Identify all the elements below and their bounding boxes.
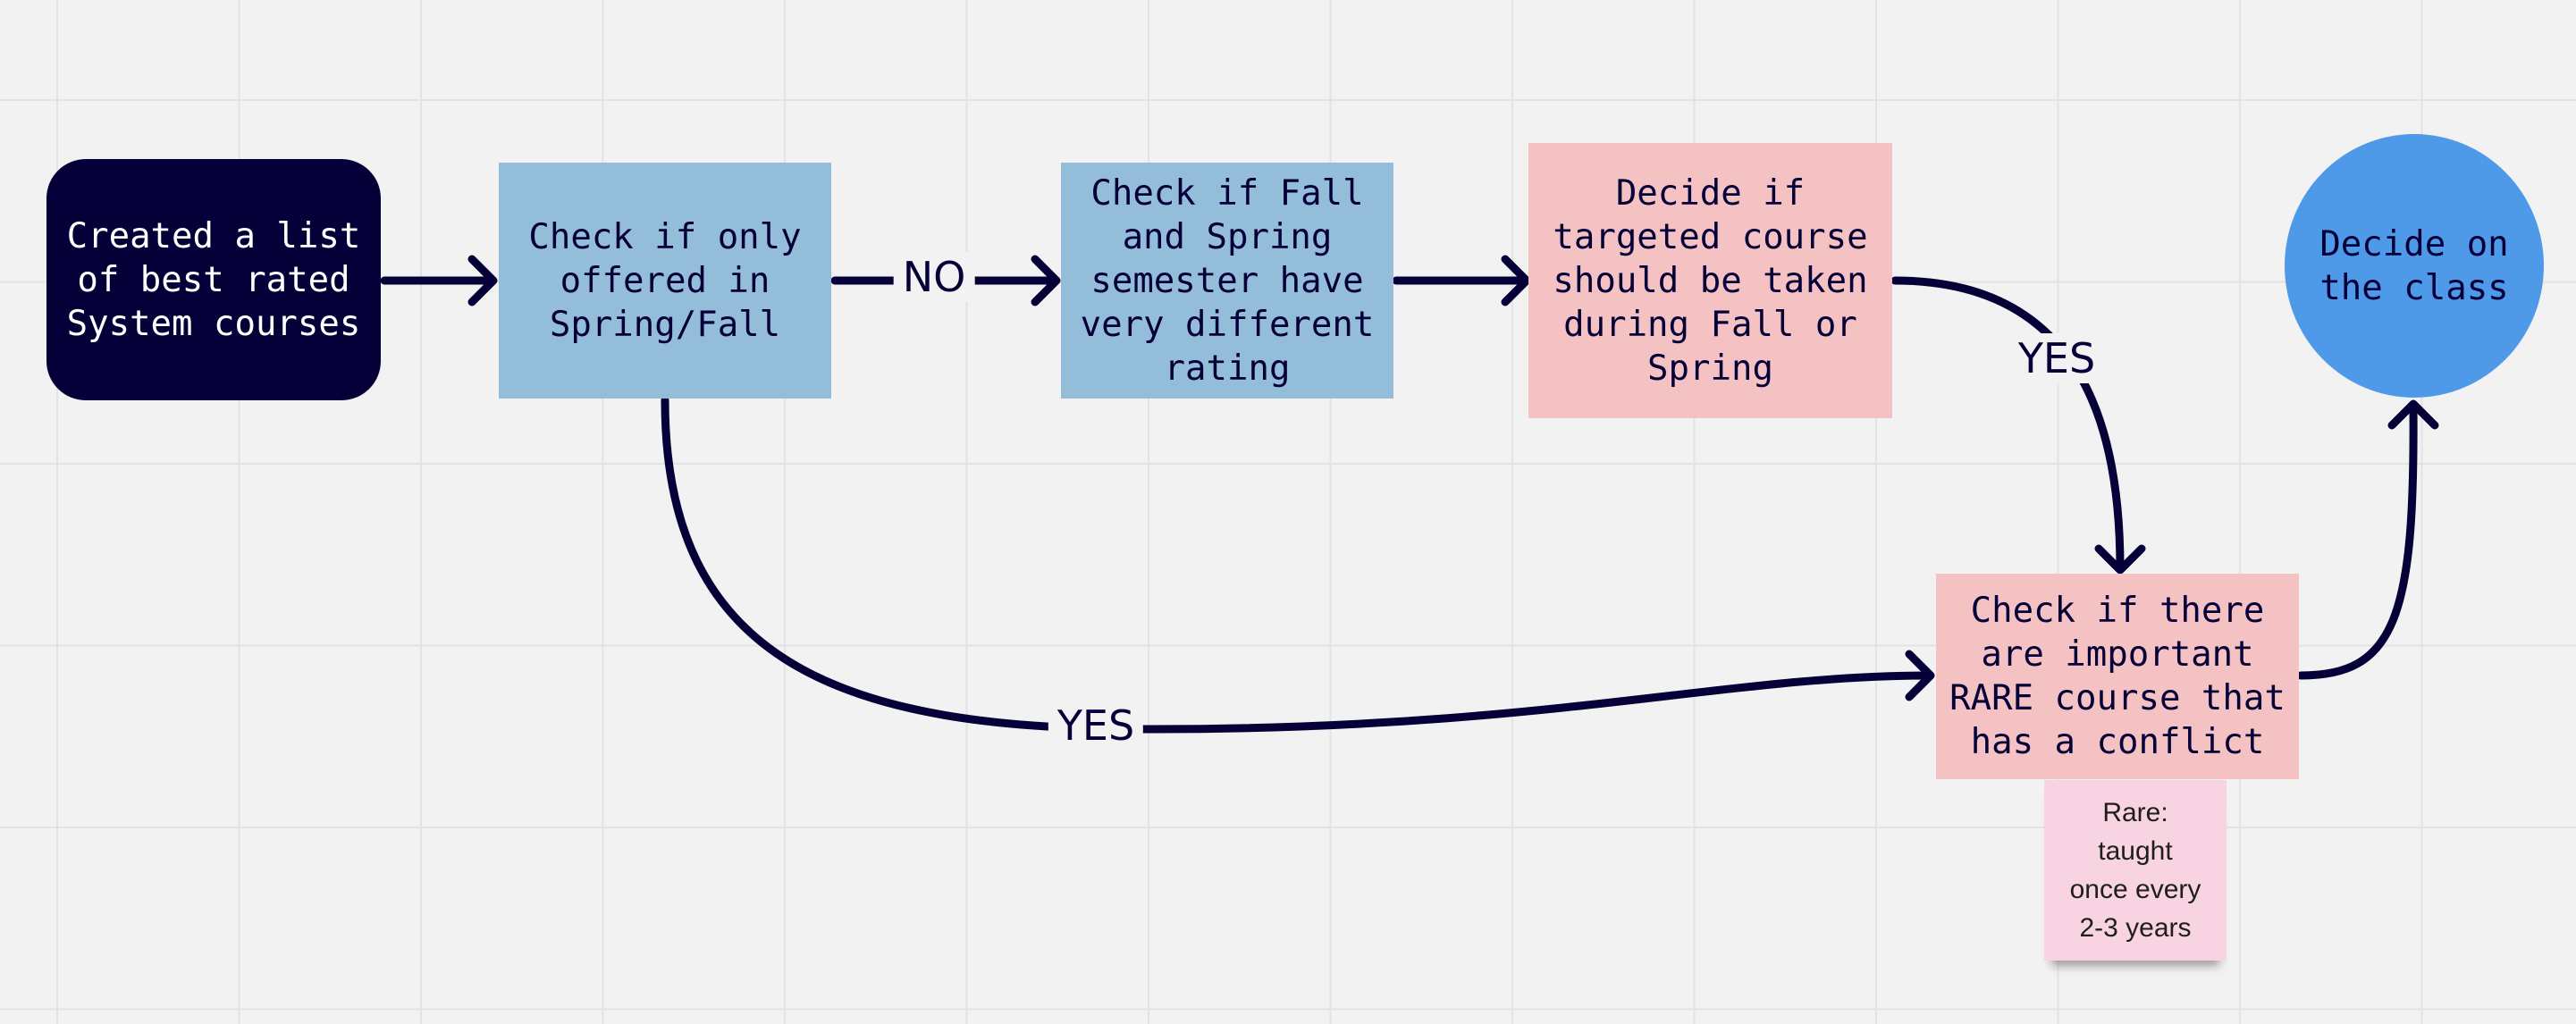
edge-label-yes-semester: YES [2008, 333, 2105, 383]
arrowhead-decide-semester [1501, 255, 1531, 306]
node-start-label: Created a list of best rated System cour… [66, 215, 361, 344]
edge-label-no: NO [893, 252, 975, 302]
node-check-rare[interactable]: Check if there are important RARE course… [1936, 574, 2299, 779]
sticky-note-text: Rare: taught once every 2-3 years [2069, 798, 2201, 943]
node-decide-class[interactable]: Decide on the class [2285, 134, 2544, 398]
arrowhead-check-offered [467, 255, 498, 306]
arrowhead-check-rating [1031, 255, 1061, 306]
node-decide-semester-label: Decide if targeted course should be take… [1553, 172, 1868, 389]
arrowhead-check-rare-top [2094, 544, 2146, 575]
arrowhead-decide-class [2387, 399, 2439, 430]
node-check-rating-label: Check if Fall and Spring semester have v… [1080, 172, 1375, 389]
node-decide-class-label: Decide on the class [2319, 223, 2509, 308]
node-check-offered[interactable]: Check if only offered in Spring/Fall [499, 163, 831, 399]
node-check-rare-label: Check if there are important RARE course… [1949, 591, 2286, 762]
node-decide-semester[interactable]: Decide if targeted course should be take… [1528, 143, 1892, 418]
connector-yes-semester [1890, 276, 2125, 573]
connector-rare-to-class [2296, 401, 2418, 680]
sticky-note[interactable]: Rare: taught once every 2-3 years [2044, 780, 2227, 961]
connector-yes-offered [661, 396, 1933, 734]
edge-label-yes-offered: YES [1048, 701, 1144, 751]
node-check-rating[interactable]: Check if Fall and Spring semester have v… [1061, 163, 1393, 399]
arrowhead-check-rare-left [1905, 650, 1935, 701]
node-start[interactable]: Created a list of best rated System cour… [46, 159, 381, 400]
node-check-offered-label: Check if only offered in Spring/Fall [528, 216, 802, 345]
